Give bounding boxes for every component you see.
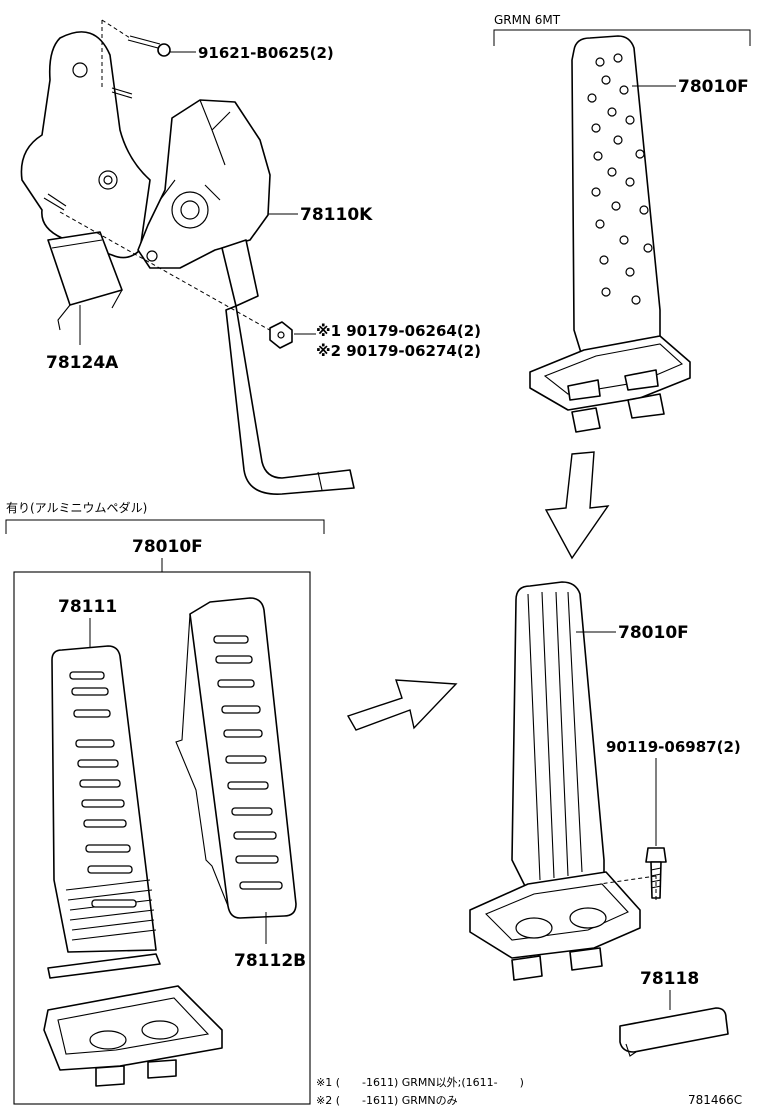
label-90179-06264: ※1 90179-06264(2) bbox=[316, 322, 481, 340]
note-variant-1: ※1 ( -1611) GRMN以外;(1611- ) bbox=[316, 1076, 524, 1089]
label-91621-b0625: 91621-B0625(2) bbox=[198, 44, 334, 62]
note-variant-2: ※2 ( -1611) GRMNのみ bbox=[316, 1094, 458, 1107]
label-78111: 78111 bbox=[58, 597, 117, 617]
pad-78112b-slots bbox=[213, 635, 283, 890]
pedal-grmn-78010f bbox=[529, 35, 691, 433]
header-grmn-6mt: GRMN 6MT bbox=[494, 13, 561, 27]
header-aluminium-pedal: 有り(アルミニウムペダル) bbox=[6, 500, 147, 515]
label-90119-06987: 90119-06987(2) bbox=[606, 738, 741, 756]
cover-78118 bbox=[619, 1007, 729, 1057]
label-78124a: 78124A bbox=[46, 353, 119, 373]
pedal-sensor-78110k bbox=[137, 99, 355, 495]
pad-78111-slots bbox=[69, 671, 137, 908]
bracket-bolts bbox=[43, 35, 171, 211]
arrow-right bbox=[346, 679, 458, 731]
bolt-90119 bbox=[645, 847, 667, 899]
label-78110k: 78110K bbox=[300, 205, 373, 225]
label-78010f-grmn: 78010F bbox=[678, 77, 749, 97]
label-78118: 78118 bbox=[640, 969, 699, 989]
pedal-base-aluminium bbox=[43, 985, 223, 1087]
label-90179-06274: ※2 90179-06274(2) bbox=[316, 342, 481, 360]
aluminium-set-box bbox=[13, 571, 311, 1105]
pedal-grmn-holes bbox=[587, 53, 653, 305]
pedal-result-78010f bbox=[469, 581, 641, 981]
nut-90179 bbox=[269, 321, 293, 349]
pad-78112b bbox=[175, 597, 297, 919]
bracket-78124a bbox=[20, 31, 151, 331]
label-78010f-aluminium: 78010F bbox=[132, 537, 203, 557]
label-78112b: 78112B bbox=[234, 951, 306, 971]
diagram-code: 781466C bbox=[688, 1093, 742, 1107]
arrow-down bbox=[544, 451, 610, 560]
pad-78111 bbox=[47, 645, 161, 979]
label-78010f-result: 78010F bbox=[618, 623, 689, 643]
